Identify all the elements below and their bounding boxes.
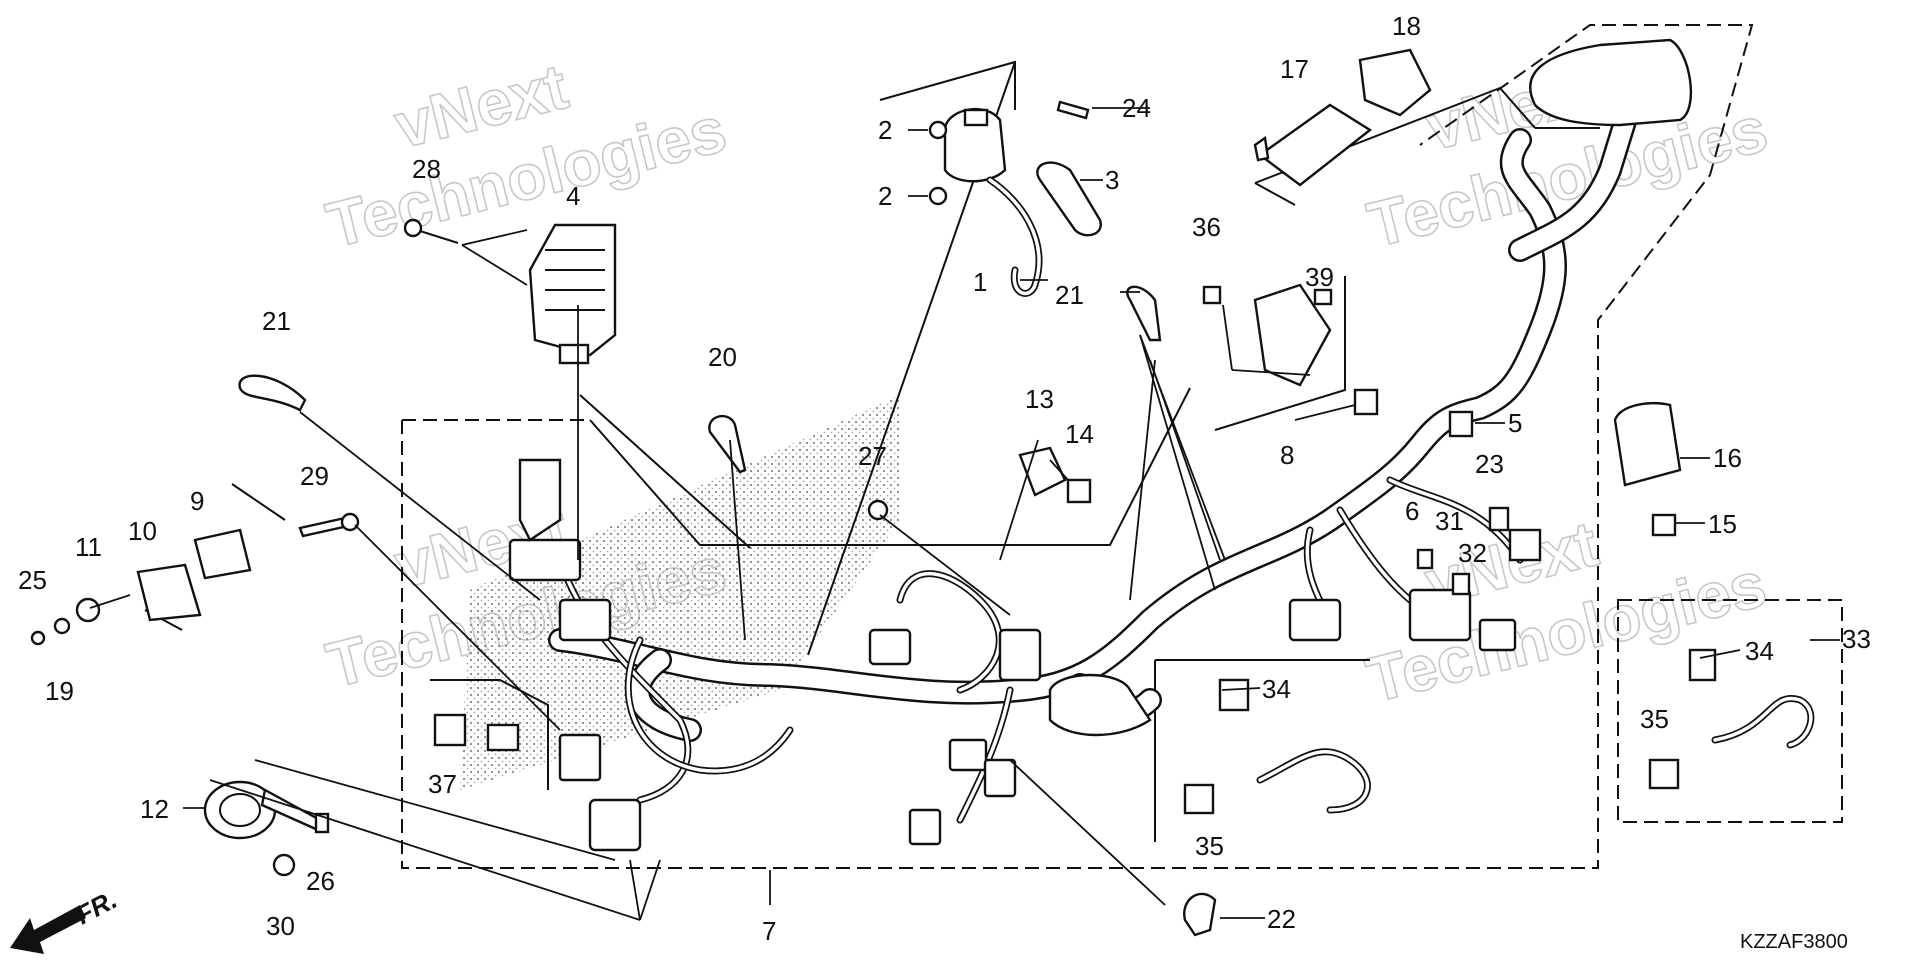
- callout-2: 2: [878, 181, 892, 211]
- diagram-code: KZZAF3800: [1740, 931, 1848, 953]
- callout-14: 14: [1065, 419, 1094, 449]
- callout-23: 23: [1475, 449, 1504, 479]
- callout-11: 11: [75, 532, 102, 562]
- callout-10: 10: [128, 516, 157, 546]
- callout-16: 16: [1713, 443, 1742, 473]
- bracket-9: [193, 528, 252, 580]
- bracket-18: [1358, 48, 1432, 117]
- callout-24: 24: [1122, 93, 1151, 123]
- callout-32: 32: [1458, 538, 1487, 568]
- callout-9: 9: [190, 486, 204, 516]
- callout-8: 8: [1280, 440, 1294, 470]
- callout-33: 33: [1842, 624, 1871, 654]
- callout-26: 26: [306, 866, 335, 896]
- control-unit: [1257, 103, 1373, 187]
- callout-34: 34: [1262, 674, 1291, 704]
- callout-27: 27: [858, 441, 887, 471]
- callout-7: 7: [762, 916, 776, 946]
- callout-29: 29: [300, 461, 329, 491]
- callout-36: 36: [1192, 212, 1221, 242]
- callouts: 1 2 2 3 4 5 6 7 8 9 10 11 12 13 14 15 16…: [18, 11, 1871, 946]
- callout-21: 21: [1055, 280, 1084, 310]
- shading: [460, 395, 900, 790]
- callout-21: 21: [262, 306, 291, 336]
- callout-4: 4: [566, 181, 580, 211]
- main-harness: [508, 38, 1693, 852]
- callout-37: 37: [428, 769, 457, 799]
- relay-13: [1018, 446, 1067, 497]
- callout-20: 20: [708, 342, 737, 372]
- relay-16: [1613, 401, 1682, 487]
- callout-25: 25: [18, 565, 47, 595]
- callout-2: 2: [878, 115, 892, 145]
- callout-19: 19: [45, 676, 74, 706]
- callout-17: 17: [1280, 54, 1309, 84]
- callout-28: 28: [412, 154, 441, 184]
- callout-12: 12: [140, 794, 169, 824]
- callout-30: 30: [266, 911, 295, 941]
- callout-5: 5: [1508, 408, 1522, 438]
- callout-6: 6: [1405, 496, 1419, 526]
- leader-lines: [89, 107, 1840, 921]
- callout-13: 13: [1025, 384, 1054, 414]
- ignition-coil: [943, 107, 1007, 183]
- bracket-lines: [144, 60, 1600, 842]
- front-label: FR.: [71, 884, 122, 930]
- callout-15: 15: [1708, 509, 1737, 539]
- front-direction-arrow: FR.: [10, 884, 122, 954]
- callout-35: 35: [1640, 704, 1669, 734]
- callout-39: 39: [1305, 262, 1334, 292]
- callout-3: 3: [1105, 165, 1119, 195]
- dashed-boundaries: [401, 24, 1843, 869]
- spark-plug-cap: [1036, 161, 1102, 237]
- callout-34: 34: [1745, 636, 1774, 666]
- callout-31: 31: [1435, 506, 1464, 536]
- callout-22: 22: [1267, 904, 1296, 934]
- callout-35: 35: [1195, 831, 1224, 861]
- callout-1: 1: [973, 267, 987, 297]
- parts: [30, 48, 1815, 937]
- callout-18: 18: [1392, 11, 1421, 41]
